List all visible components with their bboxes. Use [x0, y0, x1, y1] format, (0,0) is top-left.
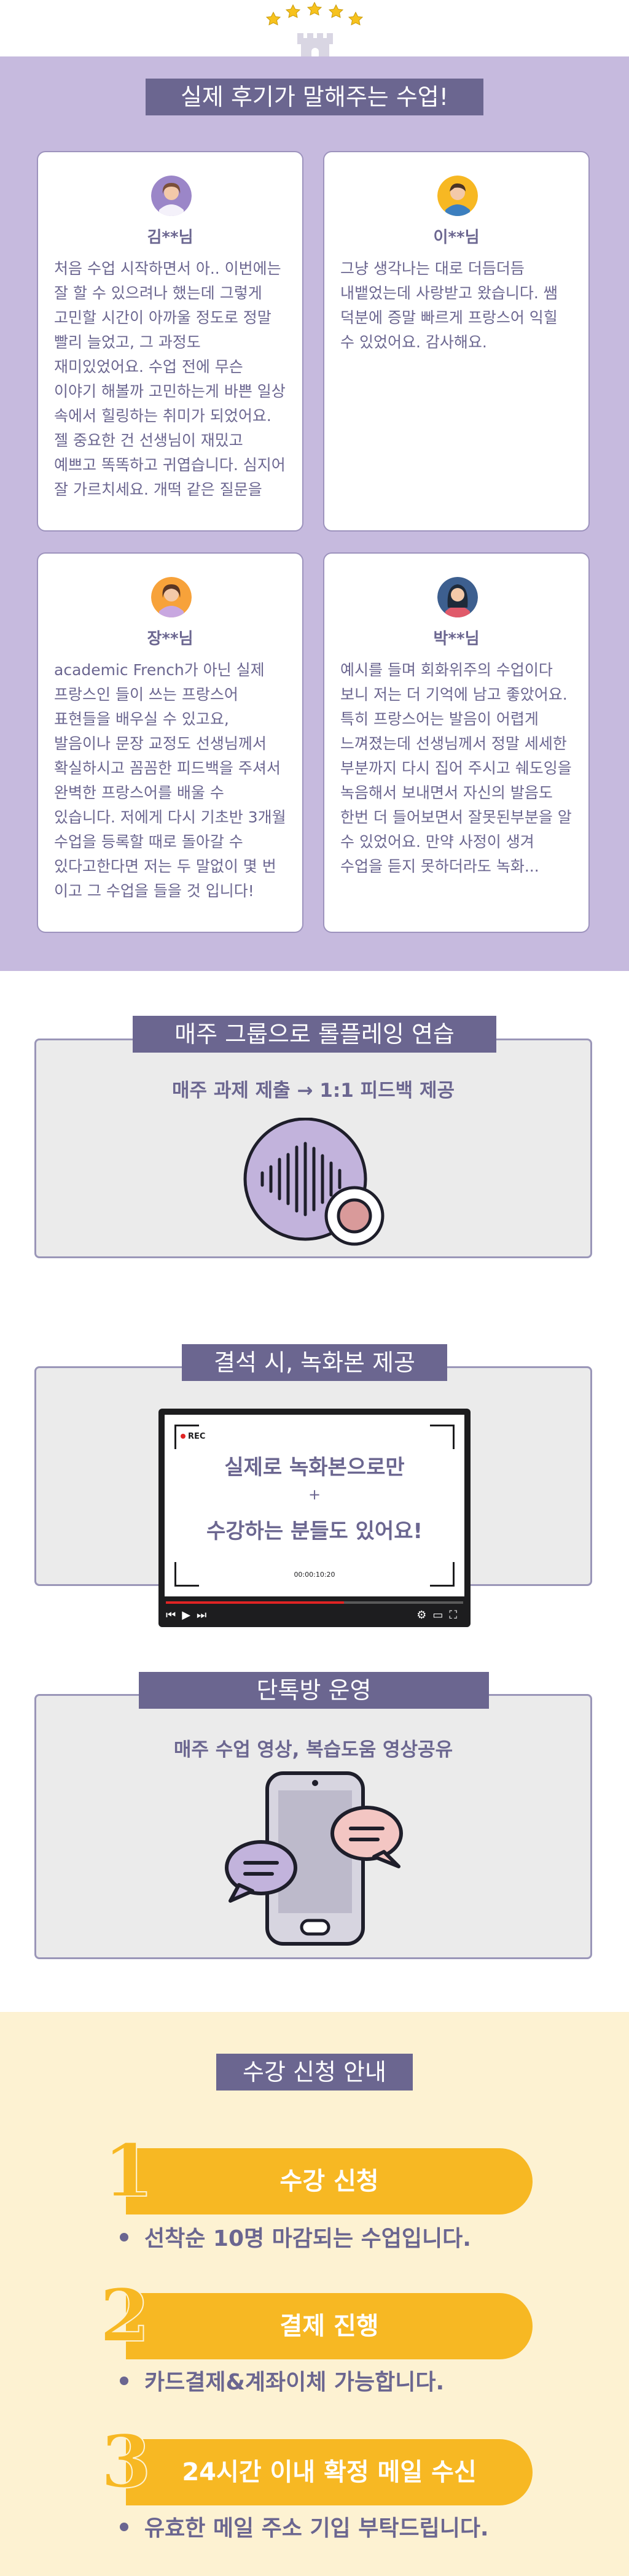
review-text: 그냥 생각나는 대로 더듬더듬 내뱉었는데 사랑받고 왔습니다. 쌤 덕분에 증…: [340, 260, 558, 351]
play-icon[interactable]: ▶: [182, 1609, 197, 1622]
video-caption-plus: +: [308, 1486, 321, 1503]
avatar-icon: [437, 577, 478, 617]
avatar-icon: [437, 176, 478, 216]
reviews-title: 실제 후기가 말해주는 수업!: [146, 79, 483, 115]
review-text: 처음 수업 시작하면서 아.. 이번에는 잘 할 수 있으려나 했는데 그렇게 …: [54, 260, 286, 498]
player-settings[interactable]: ⚙▭⛶: [416, 1609, 463, 1622]
feature-subtitle: 매주 수업 영상, 복습도움 영상공유: [173, 1739, 453, 1761]
skip-forward-icon[interactable]: ⏭: [197, 1609, 213, 1622]
review-text: 예시를 들며 회화위주의 수업이다 보니 저는 더 기억에 남고 좋았어요. 특…: [340, 661, 572, 875]
five-stars-icon: [265, 1, 364, 26]
review-card: 박**님 예시를 들며 회화위주의 수업이다 보니 저는 더 기억에 남고 좋았…: [323, 552, 590, 933]
playback-controls[interactable]: ⏮▶⏭: [166, 1609, 213, 1622]
video-player-mockup: REC 실제로 녹화본으로만 + 수강하는 분들도 있어요! 00:00:10:…: [158, 1409, 471, 1627]
feature-subtitle: 매주 과제 제출 → 1:1 피드백 제공: [172, 1080, 455, 1102]
castle-tower-icon: [297, 33, 333, 59]
feature-title: 단톡방 운영: [139, 1672, 489, 1709]
skip-back-icon[interactable]: ⏮: [166, 1609, 182, 1622]
bullet-icon: [120, 2233, 128, 2241]
review-text: academic French가 아닌 실제 프랑스인 들이 쓰는 프랑스어 표…: [54, 661, 286, 900]
enrollment-title: 수강 신청 안내: [216, 2054, 413, 2091]
bullet-icon: [120, 2523, 128, 2531]
avatar-icon: [151, 176, 192, 216]
review-card: 이**님 그냥 생각나는 대로 더듬더듬 내뱉었는데 사랑받고 왔습니다. 쌤 …: [323, 151, 590, 532]
feature-title: 매주 그룹으로 롤플레잉 연습: [133, 1016, 496, 1053]
video-caption-line1: 실제로 녹화본으로만: [224, 1455, 405, 1480]
step-1-description: 선착순 10명 마감되는 수업입니다.: [120, 2221, 471, 2253]
rec-dot-icon: [181, 1434, 186, 1439]
step-2-description: 카드결제&계좌이체 가능합니다.: [120, 2364, 444, 2396]
reviewer-name: 박**님: [433, 630, 480, 648]
recording-feature-box: REC 실제로 녹화본으로만 + 수강하는 분들도 있어요! 00:00:10:…: [34, 1366, 592, 1627]
step-1-number: 1: [103, 2128, 154, 2213]
step-3-label: 24시간 이내 확정 메일 수신: [126, 2439, 533, 2505]
step-2-label: 결제 진행: [126, 2293, 533, 2359]
theater-mode-icon[interactable]: ▭: [432, 1609, 450, 1622]
step-3-description: 유효한 메일 주소 기입 부탁드립니다.: [120, 2510, 489, 2542]
smartphone-chat-icon: [225, 1771, 403, 1946]
fullscreen-icon[interactable]: ⛶: [449, 1609, 463, 1622]
reviewer-name: 장**님: [147, 630, 193, 648]
rec-indicator: REC: [181, 1432, 205, 1441]
roleplay-feature-box: 매주 과제 제출 → 1:1 피드백 제공: [34, 1039, 592, 1258]
gear-icon[interactable]: ⚙: [416, 1609, 433, 1622]
video-caption-line2: 수강하는 분들도 있어요!: [206, 1519, 423, 1544]
feature-title: 결석 시, 녹화본 제공: [182, 1344, 447, 1381]
progress-fill: [166, 1601, 344, 1604]
avatar-icon: [151, 577, 192, 617]
bullet-icon: [120, 2377, 128, 2385]
voice-recording-icon: [243, 1118, 385, 1246]
review-card: 장**님 academic French가 아닌 실제 프랑스인 들이 쓰는 프…: [37, 552, 303, 933]
step-2-number: 2: [99, 2273, 150, 2358]
group-chat-feature-box: 매주 수업 영상, 복습도움 영상공유: [34, 1694, 592, 1959]
top-decoration: [0, 0, 629, 59]
reviewer-name: 김**님: [147, 228, 193, 247]
timecode: 00:00:10:20: [294, 1571, 335, 1579]
review-card: 김**님 처음 수업 시작하면서 아.. 이번에는 잘 할 수 있으려나 했는데…: [37, 151, 303, 532]
step-3-number: 3: [100, 2419, 152, 2504]
reviewer-name: 이**님: [433, 228, 480, 247]
step-1-label: 수강 신청: [126, 2148, 533, 2214]
